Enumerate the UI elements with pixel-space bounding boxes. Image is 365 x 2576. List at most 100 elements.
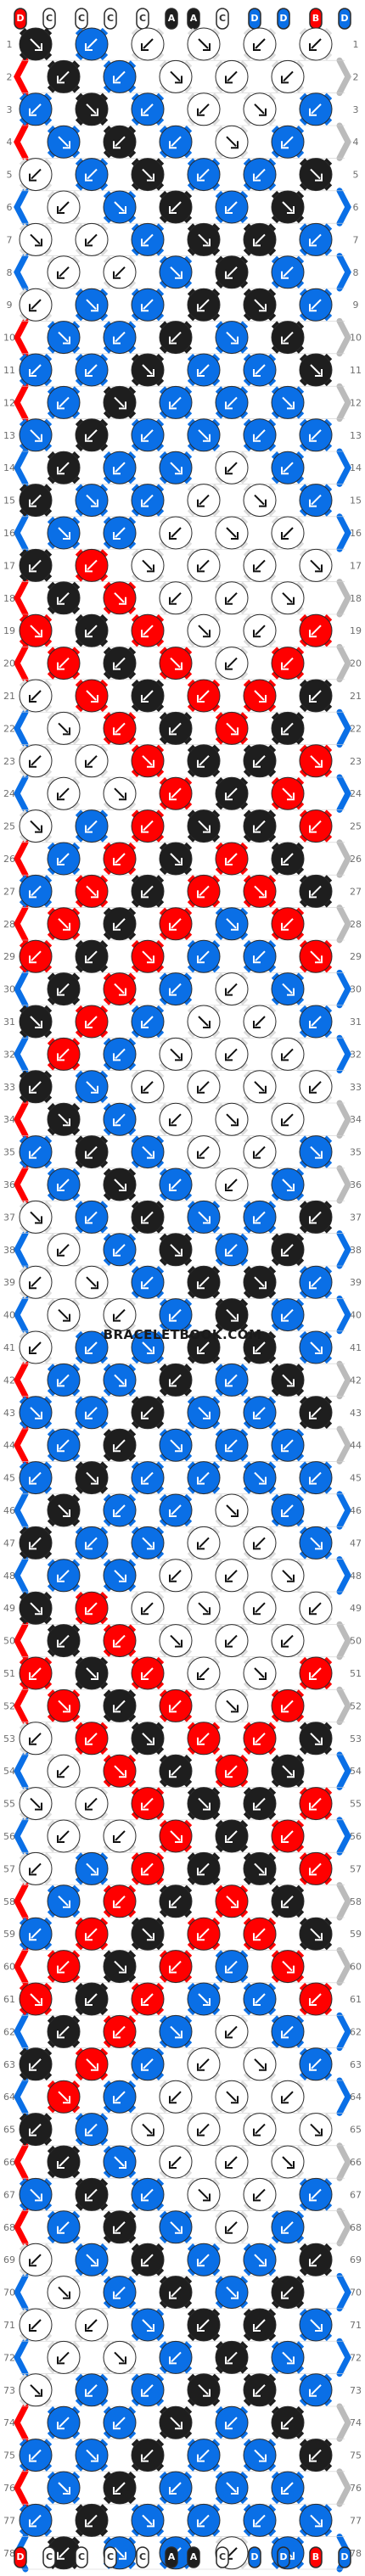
arrow-down-right-icon <box>226 1308 239 1322</box>
arrow-down-left-icon <box>225 1570 238 1582</box>
arrow-down-right-icon <box>30 1993 42 2006</box>
arrow-down-left-icon <box>225 2156 238 2169</box>
arrow-down-left-icon <box>253 1602 266 1616</box>
row-number-right: 44 <box>350 1440 362 1451</box>
knot <box>243 27 277 61</box>
arrow-down-right-icon <box>170 1830 182 1843</box>
knot <box>243 1591 277 1625</box>
knot <box>243 1461 277 1495</box>
arrow-down-left-icon <box>169 201 182 214</box>
knot <box>159 2276 193 2310</box>
knot <box>271 842 305 876</box>
knot <box>131 1330 165 1364</box>
knot <box>271 1688 305 1722</box>
strand-letter: D <box>16 13 24 24</box>
knot <box>103 2276 137 2310</box>
knot <box>47 451 81 484</box>
arrow-down-left-icon <box>253 624 266 638</box>
knot <box>215 1819 249 1853</box>
arrow-down-left-icon <box>29 2254 42 2267</box>
arrow-down-right-icon <box>310 950 323 964</box>
arrow-down-left-icon <box>57 1765 70 1778</box>
row-number-right: 21 <box>350 691 362 702</box>
arrow-down-left-icon <box>281 1113 294 1127</box>
knot <box>131 809 165 843</box>
knot <box>75 1200 109 1234</box>
strand-2-white: C <box>42 2546 56 2568</box>
arrow-down-left-icon <box>141 820 154 833</box>
arrow-down-left-icon <box>197 1928 210 1941</box>
arrow-down-left-icon <box>57 1570 70 1582</box>
knot <box>243 744 277 778</box>
edge-strands <box>14 57 351 2573</box>
row-number-right: 66 <box>350 2157 362 2168</box>
arrow-down-left-icon <box>29 1928 42 1941</box>
arrow-down-left-icon <box>253 2514 266 2528</box>
arrow-down-left-icon <box>57 2221 70 2234</box>
knot <box>19 679 53 713</box>
knot <box>19 92 53 126</box>
knot <box>271 516 305 550</box>
arrow-down-right-icon <box>254 1667 267 1680</box>
arrow-down-left-icon <box>141 1016 154 1028</box>
knot <box>187 1200 221 1234</box>
knot <box>159 776 193 810</box>
row-number-left: 34 <box>3 1114 15 1125</box>
knot <box>75 1787 109 1821</box>
arrow-down-left-icon <box>141 1797 154 1811</box>
arrow-down-left-icon <box>57 2156 70 2169</box>
arrow-down-left-icon <box>253 755 266 768</box>
knot <box>131 2308 165 2342</box>
knot <box>215 776 249 810</box>
row-number-right: 52 <box>350 1700 362 1711</box>
arrow-down-right-icon <box>226 2091 239 2104</box>
knot <box>299 158 333 192</box>
knot <box>299 418 333 452</box>
arrow-down-left-icon <box>281 527 294 540</box>
knot <box>47 2145 81 2179</box>
strand-1-red: D <box>14 2546 27 2568</box>
arrow-down-left-icon <box>141 494 154 507</box>
knot <box>103 711 137 745</box>
arrow-down-left-icon <box>309 690 322 703</box>
knot <box>75 288 109 322</box>
arrow-down-right-icon <box>114 1765 126 1778</box>
knot <box>75 1396 109 1430</box>
knot <box>131 2113 165 2147</box>
arrow-down-left-icon <box>197 2319 210 2332</box>
arrow-down-left-icon <box>169 918 182 931</box>
arrow-down-left-icon <box>197 494 210 507</box>
knot <box>75 1722 109 1756</box>
row-number-left: 32 <box>3 1049 15 1060</box>
knot <box>103 2145 137 2179</box>
knot <box>271 581 305 615</box>
knot <box>19 158 53 192</box>
row-number-left: 12 <box>3 397 15 408</box>
arrow-down-right-icon <box>58 1504 70 1517</box>
arrow-down-right-icon <box>198 1016 211 1028</box>
arrow-down-left-icon <box>141 233 154 247</box>
knot <box>103 2405 137 2439</box>
arrow-down-right-icon <box>310 1341 323 1354</box>
knot <box>215 59 249 93</box>
arrow-down-right-icon <box>86 494 98 507</box>
arrow-down-right-icon <box>310 755 323 768</box>
knot <box>131 1787 165 1821</box>
arrow-down-right-icon <box>142 559 154 573</box>
arrow-down-left-icon <box>57 1960 70 1974</box>
strand-5-white: C <box>136 2546 149 2568</box>
knot <box>187 1526 221 1560</box>
knot <box>271 125 305 159</box>
knot <box>243 1330 277 1364</box>
arrow-down-left-icon <box>253 2188 266 2202</box>
row-number-right: 37 <box>350 1212 362 1223</box>
row-number-left: 9 <box>7 300 13 311</box>
knot <box>271 1754 305 1788</box>
knot <box>271 59 305 93</box>
row-number-left: 23 <box>3 756 15 767</box>
knot <box>103 1428 137 1462</box>
row-number-right: 11 <box>350 365 362 376</box>
knot <box>103 842 137 876</box>
row-number-right: 62 <box>350 2026 362 2037</box>
knot <box>75 2243 109 2276</box>
